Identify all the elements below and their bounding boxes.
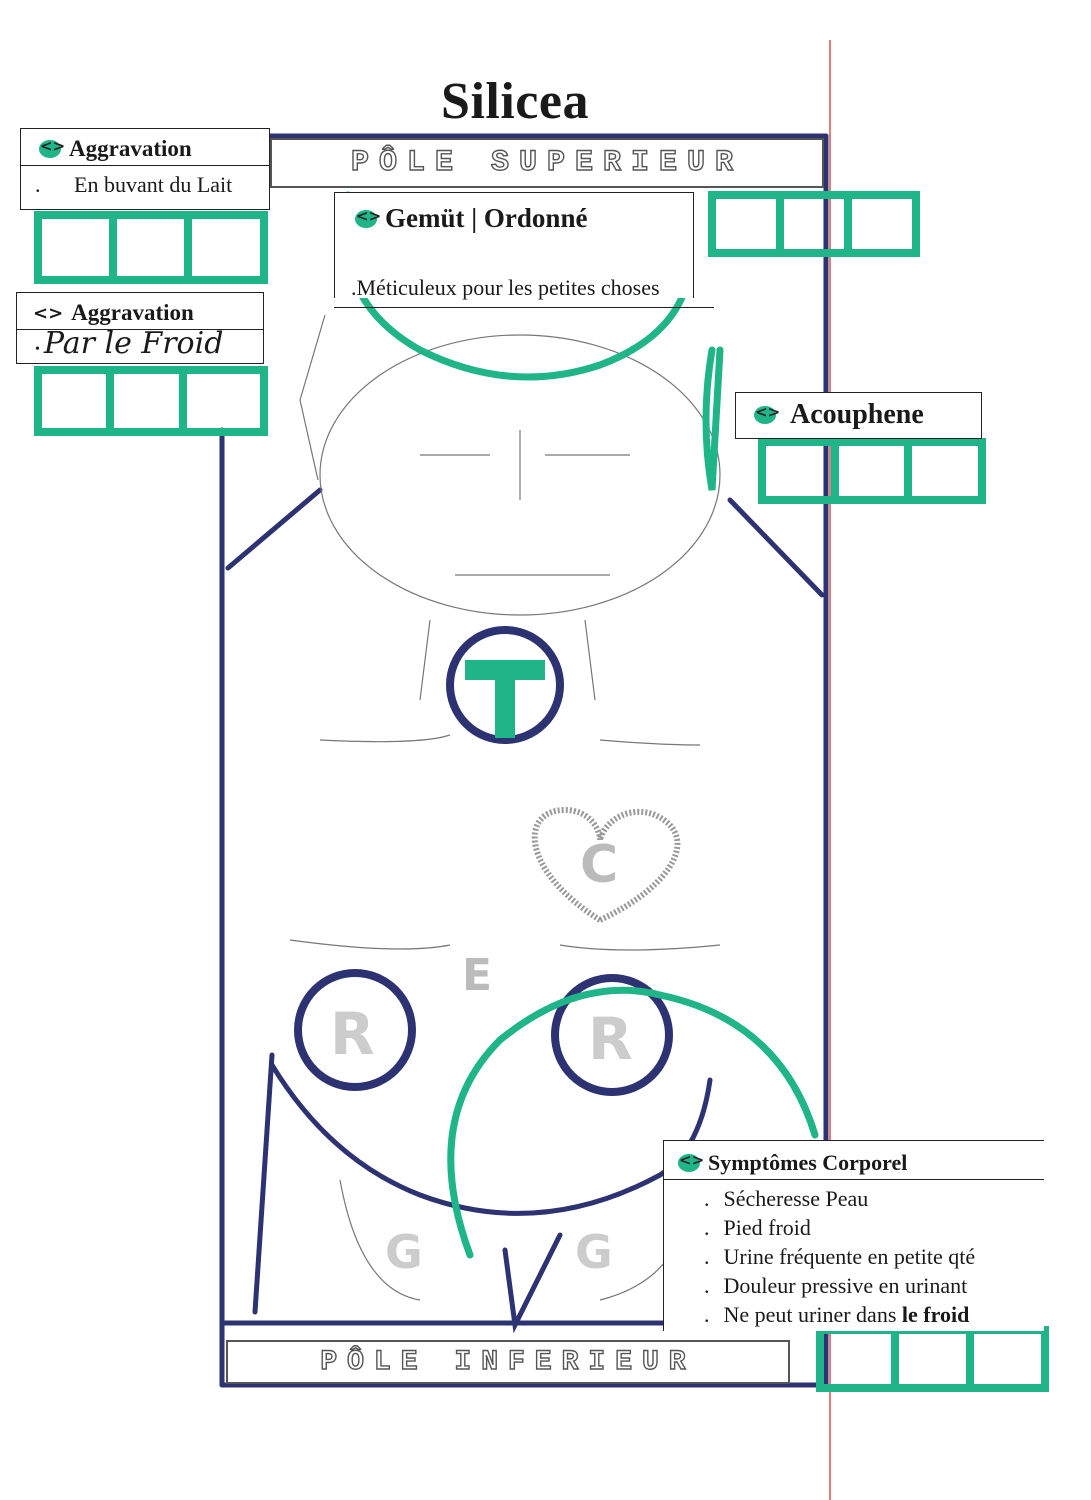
symptom-bold: le froid: [901, 1302, 970, 1327]
pole-superieur-band: PÔLE SUPERIEUR: [270, 138, 824, 188]
bullet: .: [704, 1302, 710, 1327]
head-sketch: [289, 314, 721, 1301]
throat-t-stem: [495, 660, 515, 738]
page-title: Silicea: [441, 73, 589, 130]
symptom-text: Douleur pressive en urinant: [723, 1273, 968, 1298]
aggravation-item-text-2: Par le Froid: [43, 326, 224, 361]
diamond-icon: [355, 207, 381, 228]
heart-shape: [531, 806, 681, 924]
diamond-icon: [754, 403, 780, 424]
list-item: . Sécheresse Peau: [704, 1184, 1044, 1213]
gemut-title: Gemüt | Ordonné: [385, 203, 588, 233]
diamond-icon: <>: [33, 302, 64, 324]
genital-left-letter: G: [385, 1225, 423, 1279]
gemut-item-text: Méticuleux pour les petites choses: [356, 275, 660, 300]
bullet: .: [704, 1186, 710, 1211]
symptom-text: Pied froid: [723, 1215, 811, 1240]
pole-superieur-label: PÔLE SUPERIEUR: [350, 145, 744, 180]
symptomes-list: . Sécheresse Peau . Pied froid . Urine fréq…: [664, 1180, 1044, 1329]
checkbox-groups: [34, 191, 1049, 1392]
list-item: . Pied froid: [704, 1213, 1044, 1242]
aggravation-title-1: Aggravation: [69, 136, 192, 161]
throat-circle: [446, 626, 564, 744]
kidney-right-circle: [551, 974, 673, 1096]
symptom-text: Urine fréquente en petite qté: [723, 1244, 976, 1269]
gemut-header: Gemüt | Ordonné: [335, 193, 693, 234]
symptom-text: Sécheresse Peau: [723, 1186, 869, 1211]
stomach-letter: E: [462, 950, 493, 1001]
kidney-left-letter: R: [330, 1000, 375, 1068]
aggravation-item-1: . En buvant du Lait: [21, 166, 269, 198]
acouphene-box: Acouphene: [735, 392, 982, 439]
gemut-underline: [334, 307, 714, 308]
aggravation-box-1: Aggravation . En buvant du Lait: [20, 128, 270, 210]
diamond-icon: [39, 137, 65, 158]
bullet: .: [351, 275, 357, 300]
aggravation-header-1: Aggravation: [21, 129, 269, 166]
gemut-box: Gemüt | Ordonné .Méticuleux pour les pet…: [334, 192, 694, 301]
bullet: .: [704, 1244, 710, 1269]
aggravation-box-2: <> Aggravation • Par le Froid: [16, 292, 264, 364]
acouphene-header: Acouphene: [736, 393, 981, 431]
genital-right-letter: G: [575, 1225, 613, 1279]
aggravation-title-2: Aggravation: [71, 300, 194, 325]
symptom-text: Ne peut uriner dans: [723, 1302, 902, 1327]
bullet: .: [704, 1215, 710, 1240]
aggravation-header-2: <> Aggravation: [17, 293, 263, 330]
aggravation-item-text-1: En buvant du Lait: [74, 172, 233, 197]
pole-inferieur-label: PÔLE INFERIEUR: [320, 1346, 696, 1378]
green-arcs: [341, 191, 819, 1259]
kidney-left-circle: [294, 969, 416, 1091]
symptomes-header: Symptômes Corporel: [664, 1141, 1044, 1180]
aggravation-item-2: • Par le Froid: [17, 326, 263, 361]
list-item: . Urine fréquente en petite qté: [704, 1242, 1044, 1271]
symptomes-title: Symptômes Corporel: [708, 1150, 908, 1175]
bullet: •: [35, 342, 40, 357]
kidney-right-letter: R: [588, 1005, 633, 1073]
gemut-item: .Méticuleux pour les petites choses: [351, 275, 660, 301]
list-item: . Douleur pressive en urinant: [704, 1271, 1044, 1300]
list-item: . Ne peut uriner dans le froid: [704, 1300, 1044, 1329]
bullet: .: [704, 1273, 710, 1298]
pole-inferieur-band: PÔLE INFERIEUR: [226, 1340, 790, 1384]
acouphene-title: Acouphene: [790, 399, 924, 430]
diamond-icon: [678, 1151, 704, 1172]
heart-letter: C: [580, 835, 619, 895]
symptomes-box: Symptômes Corporel . Sécheresse Peau . Pie…: [663, 1140, 1044, 1331]
bullet: .: [35, 172, 41, 197]
